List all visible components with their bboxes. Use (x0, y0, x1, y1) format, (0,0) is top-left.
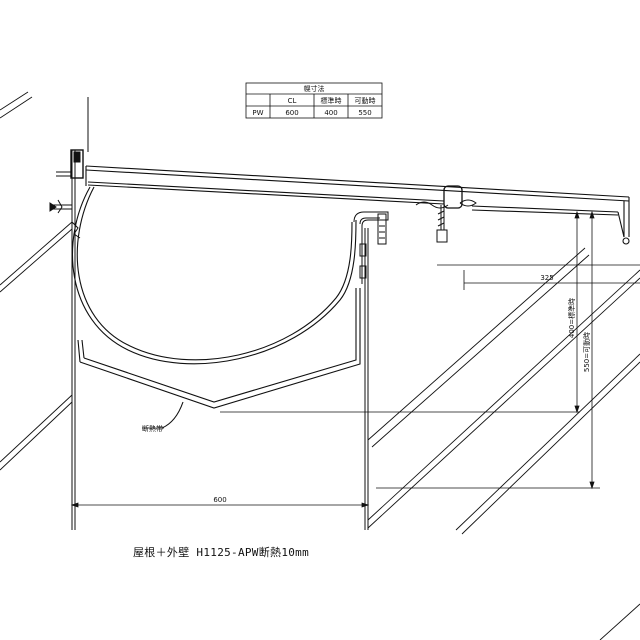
right-wall-bracket (353, 211, 389, 530)
table-header-cl: CL (288, 97, 297, 105)
dimension-table-grid (245, 82, 383, 119)
table-cell-cl: 600 (285, 109, 298, 117)
table-header-standard: 標準時 (321, 96, 342, 105)
background-hatch (0, 91, 640, 640)
table-row-label: PW (252, 109, 263, 117)
table-cell-standard: 400 (324, 109, 337, 117)
dimension-550-movable: 550=可動時 (582, 332, 591, 372)
dimension-600: 600 (213, 496, 226, 504)
insulation-label: 断熱帯 (142, 424, 163, 433)
insulation-band (77, 288, 361, 429)
table-title: 幌寸法 (304, 84, 325, 93)
dimension-325: 325 (540, 274, 553, 282)
dimension-table: 幌寸法 CL 標準時 可動時 PW 600 400 550 (252, 84, 375, 117)
table-cell-movable: 550 (358, 109, 371, 117)
roof-frame (85, 165, 630, 245)
dimension-lines (70, 210, 640, 530)
table-header-movable: 可動時 (355, 96, 376, 105)
joint-clamp (415, 185, 477, 243)
canopy-fabric (72, 186, 357, 365)
left-wall (49, 97, 89, 530)
dimension-400-standard: 400=標準時 (567, 298, 576, 338)
drawing-caption: 屋根＋外壁 H1125-APW断熱10mm (133, 546, 310, 559)
